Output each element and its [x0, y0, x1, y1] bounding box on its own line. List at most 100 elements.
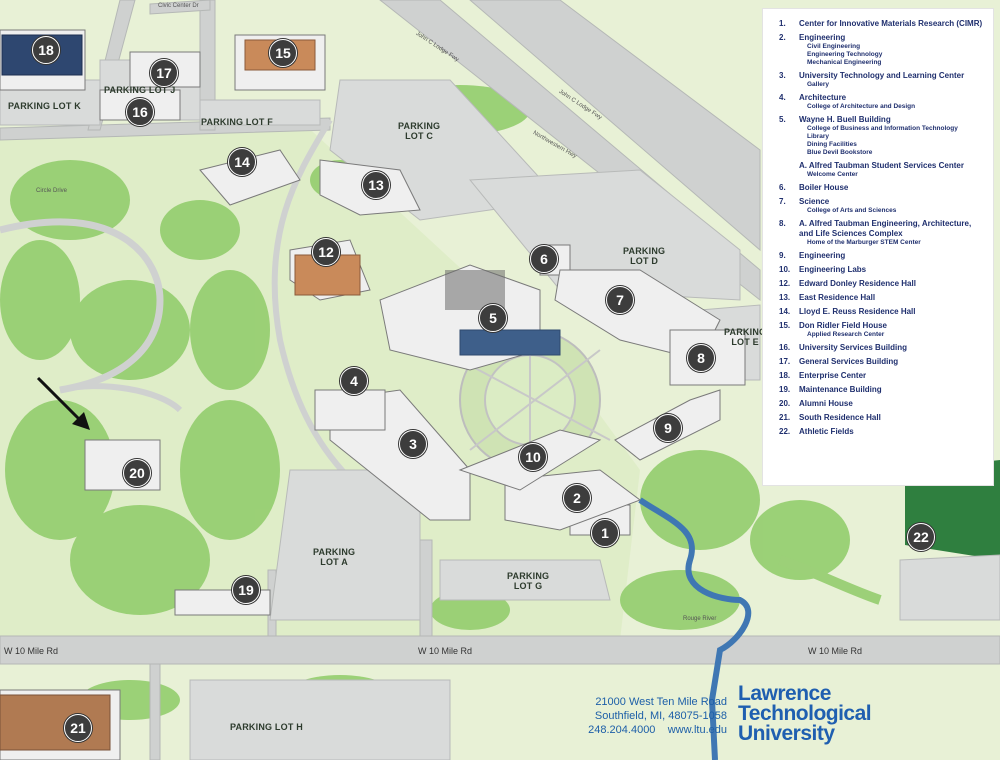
legend-item-subtitle: College of Architecture and Design	[807, 103, 916, 110]
contact-separator	[659, 724, 665, 736]
legend-item-number: 17.	[779, 357, 791, 366]
parking-lot-k-label: PARKING LOT K	[8, 101, 81, 111]
legend-item: 16.University Services Building	[777, 343, 985, 353]
building-marker-15[interactable]: 15	[269, 39, 297, 67]
parking-lot-j-label: PARKING LOT J	[104, 85, 176, 95]
website-link[interactable]: www.ltu.edu	[667, 724, 727, 736]
rouge-river	[638, 497, 752, 760]
legend-item-subtitle: Library	[807, 133, 830, 140]
legend-item-number: 7.	[779, 197, 786, 206]
legend-item-number: 2.	[779, 33, 786, 42]
legend-item: 3. University Technology and Learning Cen…	[777, 71, 985, 89]
building-marker-20[interactable]: 20	[123, 459, 151, 487]
legend-item-name: Engineering	[799, 33, 846, 42]
logo-line-2: Technological	[738, 702, 872, 725]
legend-item-name: A. Alfred Taubman Engineering, Architect…	[799, 219, 972, 238]
legend-item: 20. Alumni House	[777, 399, 985, 409]
legend-item-number: 15.	[779, 321, 791, 330]
legend-item-subtitle: Mechanical Engineering	[807, 59, 882, 66]
building-marker-12[interactable]: 12	[312, 238, 340, 266]
legend-item-subtitle: Civil Engineering	[807, 43, 861, 50]
legend-item-name: Edward Donley Residence Hall	[799, 279, 916, 288]
building-marker-10[interactable]: 10	[519, 443, 547, 471]
legend-item-name: Boiler House	[799, 183, 849, 192]
w10-mile-rd-right-label: W 10 Mile Rd	[808, 646, 863, 656]
tree-clusters	[0, 85, 850, 725]
legend-item-number: 3.	[779, 71, 786, 80]
building-marker-9[interactable]: 9	[654, 414, 682, 442]
building-marker-1[interactable]: 1	[591, 519, 619, 547]
buell-checker-roof	[445, 270, 505, 310]
legend-item-subtitle: College of Arts and Sciences	[807, 207, 897, 214]
legend-item-name: Center for Innovative Materials Research…	[799, 19, 983, 28]
legend-panel: 1.Center for Innovative Materials Resear…	[762, 8, 994, 486]
rouge-river-label: Rouge River	[683, 616, 717, 622]
parking-lot-f-label: PARKING LOT F	[201, 117, 273, 127]
legend-item: 6.Boiler House	[777, 183, 985, 193]
legend-item-name: South Residence Hall	[799, 413, 881, 422]
building-marker-13[interactable]: 13	[362, 171, 390, 199]
building-marker-19[interactable]: 19	[232, 576, 260, 604]
building-marker-21[interactable]: 21	[64, 714, 92, 742]
legend-item-subtitle: Welcome Center	[807, 171, 858, 178]
legend-item: 13.East Residence Hall	[777, 293, 985, 303]
building-marker-14[interactable]: 14	[228, 148, 256, 176]
legend-item-subtitle: Dining Facilities	[807, 141, 857, 148]
legend-item-number: 16.	[779, 343, 791, 352]
legend-item-number: 20.	[779, 399, 791, 408]
legend-item-number: 8.	[779, 219, 786, 228]
legend-item-subtitle: Gallery	[807, 81, 830, 88]
building-marker-17[interactable]: 17	[150, 59, 178, 87]
legend-item-name: Lloyd E. Reuss Residence Hall	[799, 307, 916, 316]
legend-item: 17. General Services Building	[777, 357, 985, 367]
legend-item-number: 19.	[779, 385, 791, 394]
legend-item-name: Alumni House	[799, 399, 853, 408]
buell-glass-facade	[459, 329, 561, 356]
logo-line-1: Lawrence	[738, 682, 831, 705]
legend-item-name: Maintenance Building	[799, 385, 882, 394]
legend-item-name: Engineering	[799, 251, 846, 260]
w10-mile-rd-mid-label: W 10 Mile Rd	[418, 646, 473, 656]
building-marker-16[interactable]: 16	[126, 98, 154, 126]
legend-item: 8. A. Alfred Taubman Engineering, Archite…	[777, 219, 985, 247]
building-marker-2[interactable]: 2	[563, 484, 591, 512]
ltu-logo: Lawrence Technological University	[738, 682, 938, 745]
building-marker-5[interactable]: 5	[479, 304, 507, 332]
legend-item-name: Architecture	[799, 93, 847, 102]
legend-item: A. Alfred Taubman Student Services Cente…	[777, 161, 985, 179]
legend-item: 14.Lloyd E. Reuss Residence Hall	[777, 307, 985, 317]
legend-item-number: 9.	[779, 251, 786, 260]
legend-item-name: Science	[799, 197, 830, 206]
building-marker-7[interactable]: 7	[606, 286, 634, 314]
building-marker-8[interactable]: 8	[687, 344, 715, 372]
legend-item-name: General Services Building	[799, 357, 899, 366]
legend-item: 19. Maintenance Building	[777, 385, 985, 395]
civic-center-dr-label: Civic Center Dr	[158, 3, 199, 9]
legend-item-number: 10.	[779, 265, 791, 274]
building-marker-4[interactable]: 4	[340, 367, 368, 395]
south-hall-roof	[0, 694, 111, 751]
legend-item: 22.Athletic Fields	[777, 427, 985, 437]
legend-item-name: East Residence Hall	[799, 293, 876, 302]
legend-item-number: 21.	[779, 413, 791, 422]
building-marker-18[interactable]: 18	[32, 36, 60, 64]
phone-number[interactable]: 248.204.4000	[588, 724, 656, 736]
legend-item-name: University Technology and Learning Cente…	[799, 71, 965, 80]
building-marker-6[interactable]: 6	[530, 245, 558, 273]
legend-item: 10.Engineering Labs	[777, 265, 985, 275]
building-marker-3[interactable]: 3	[399, 430, 427, 458]
legend-item-subtitle: Applied Research Center	[807, 331, 885, 338]
circle-drive-label: Circle Drive	[36, 188, 68, 194]
building-marker-22[interactable]: 22	[907, 523, 935, 551]
address-contact: 248.204.4000 www.ltu.edu	[545, 723, 727, 737]
logo-line-3: University	[738, 722, 835, 745]
